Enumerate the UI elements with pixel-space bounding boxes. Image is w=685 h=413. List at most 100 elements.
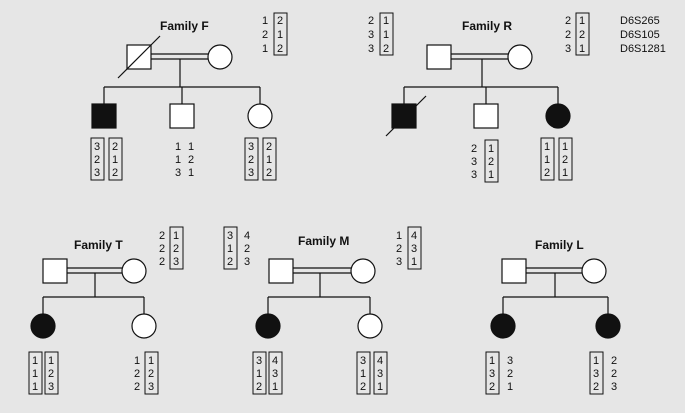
- allele: 2: [266, 141, 272, 153]
- allele: 3: [611, 381, 617, 393]
- haplotype-box: [108, 137, 123, 181]
- allele: 2: [383, 43, 389, 55]
- haplotype-child: 1 1 2 1 2 1: [540, 137, 573, 181]
- child-symbol-affected-female: [490, 313, 516, 339]
- allele: 2: [277, 15, 283, 27]
- haplotype-child: 3 1 2 4 3 1: [252, 351, 283, 395]
- pedigree-family-m: Family M 3 1 2 4 2 3 1 2 3 4 3 1: [223, 226, 422, 395]
- allele: 1: [256, 368, 262, 380]
- marker-legend: D6S265 D6S105 D6S1281: [620, 15, 666, 55]
- family-title: Family M: [298, 234, 349, 248]
- allele: 2: [611, 355, 617, 367]
- allele: 3: [471, 156, 477, 168]
- haplotype-child: 3 2 3 2 1 2: [90, 137, 123, 181]
- allele: 2: [227, 256, 233, 268]
- marker-label: D6S265: [620, 15, 660, 27]
- allele: 1: [134, 355, 140, 367]
- allele: 2: [112, 167, 118, 179]
- haplotype-box: [379, 12, 394, 56]
- allele: 2: [262, 29, 268, 41]
- child-symbol-affected-male: [391, 103, 417, 129]
- family-title: Family F: [160, 19, 209, 33]
- haplotype-box: [44, 351, 59, 395]
- allele: 2: [507, 368, 513, 380]
- haplotype-box: [356, 351, 371, 395]
- allele: 2: [611, 368, 617, 380]
- haplotype-box: [244, 137, 259, 181]
- allele: 2: [48, 368, 54, 380]
- mother-symbol: [207, 44, 233, 70]
- family-title: Family T: [74, 238, 123, 252]
- allele: 2: [134, 368, 140, 380]
- allele: 3: [94, 141, 100, 153]
- haplotype-box: [262, 137, 277, 181]
- allele: 1: [360, 368, 366, 380]
- deceased-slash: [117, 35, 161, 79]
- haplotype-box: [373, 351, 388, 395]
- mother-symbol: [581, 258, 607, 284]
- child-symbol-male: [473, 103, 499, 129]
- child-symbol-female: [247, 103, 273, 129]
- allele: 2: [112, 141, 118, 153]
- allele: 1: [112, 154, 118, 166]
- haplotype-box: [589, 351, 604, 395]
- haplotype-box: [540, 137, 555, 181]
- haplotype-box: [484, 139, 499, 183]
- haplotype-child: 1 3 2 2 2 3: [589, 351, 617, 395]
- allele: 3: [94, 167, 100, 179]
- child-symbol-affected-female: [545, 103, 571, 129]
- haplotype-child: 1 1 1 1 2 3: [28, 351, 59, 395]
- mother-symbol: [507, 44, 533, 70]
- allele: 1: [544, 154, 550, 166]
- allele: 4: [377, 355, 383, 367]
- allele: 2: [277, 43, 283, 55]
- allele: 1: [488, 169, 494, 181]
- allele: 1: [173, 230, 179, 242]
- allele: 2: [148, 368, 154, 380]
- allele: 3: [593, 368, 599, 380]
- haplotype-box: [273, 12, 288, 56]
- haplotype-box: [169, 226, 184, 270]
- allele: 1: [262, 43, 268, 55]
- father-symbol: [501, 258, 527, 284]
- allele: 2: [489, 381, 495, 393]
- allele: 1: [227, 243, 233, 255]
- allele: 3: [173, 256, 179, 268]
- allele: 2: [562, 154, 568, 166]
- haplotype-mother: 1 2 3 4 3 1: [396, 226, 422, 270]
- haplotype-mother: 2 3 3 1 1 2: [368, 12, 394, 56]
- haplotype-child: 3 1 2 4 3 1: [356, 351, 388, 395]
- allele: 3: [272, 368, 278, 380]
- allele: 3: [565, 43, 571, 55]
- allele: 2: [544, 167, 550, 179]
- allele: 3: [471, 169, 477, 181]
- allele: 3: [244, 256, 250, 268]
- allele: 1: [562, 167, 568, 179]
- allele: 2: [188, 154, 194, 166]
- allele: 3: [489, 368, 495, 380]
- allele: 1: [32, 381, 38, 393]
- allele: 1: [148, 355, 154, 367]
- allele: 1: [593, 355, 599, 367]
- haplotype-box: [407, 226, 422, 270]
- allele: 2: [488, 156, 494, 168]
- allele: 2: [266, 167, 272, 179]
- haplotype-child: 1 3 2 3 2 1: [485, 351, 513, 395]
- allele: 2: [244, 243, 250, 255]
- child-symbol-affected-female: [255, 313, 281, 339]
- allele: 1: [175, 141, 181, 153]
- allele: 1: [188, 167, 194, 179]
- allele: 3: [411, 243, 417, 255]
- allele: 3: [248, 141, 254, 153]
- allele: 2: [248, 154, 254, 166]
- allele: 2: [396, 243, 402, 255]
- pedigree-family-f: Family F 1 2 1 2 1 2 2 3 3: [90, 12, 394, 181]
- allele: 3: [396, 256, 402, 268]
- haplotype-box: [28, 351, 43, 395]
- allele: 1: [32, 355, 38, 367]
- allele: 2: [368, 15, 374, 27]
- haplotype-box: [144, 351, 159, 395]
- allele: 3: [175, 167, 181, 179]
- allele: 1: [383, 15, 389, 27]
- allele: 2: [593, 381, 599, 393]
